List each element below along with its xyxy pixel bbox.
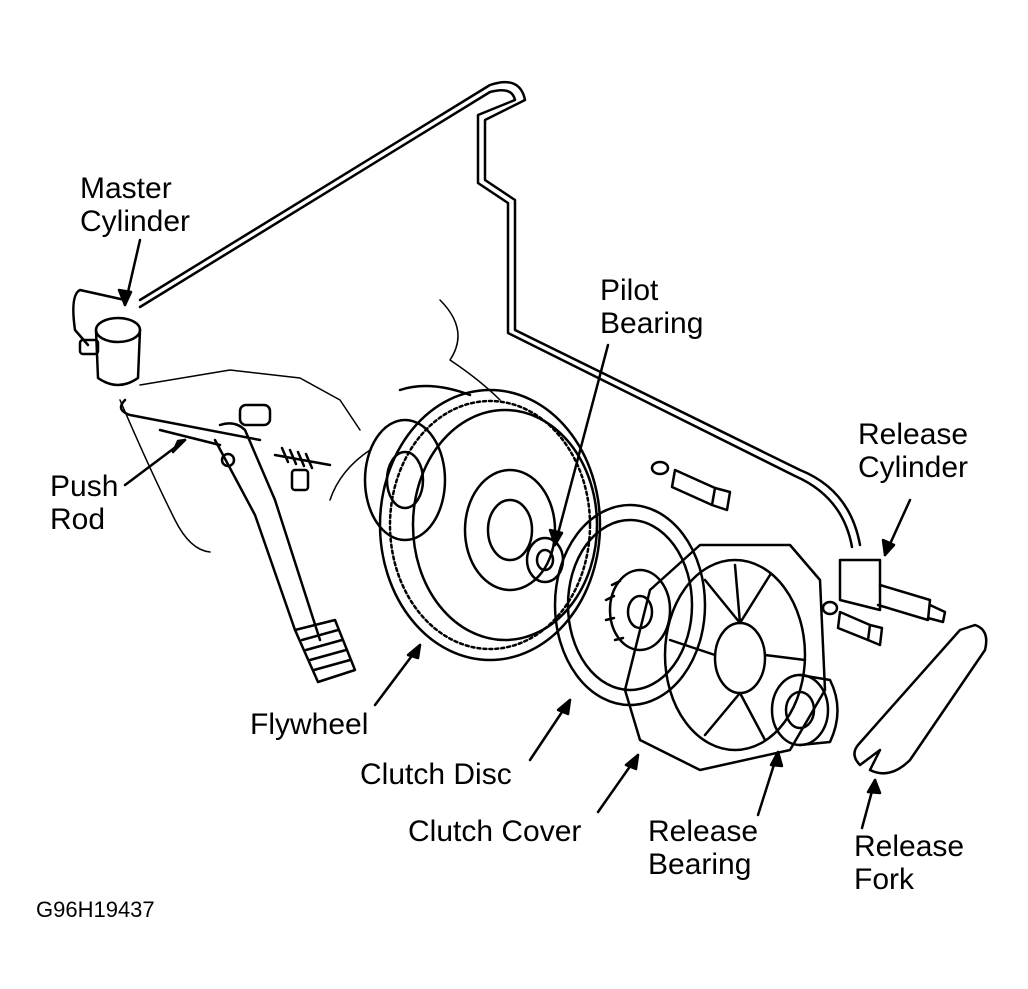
label-release-fork-line1: Release — [854, 830, 965, 863]
label-release-fork-line2: Fork — [854, 863, 914, 896]
arrow-clutch-cover-head — [624, 753, 640, 771]
figure-id: G96H19437 — [36, 897, 155, 922]
flywheel — [378, 384, 602, 662]
label-pilot-bearing: Pilot Bearing — [600, 274, 703, 340]
label-pilot-bearing-line1: Pilot — [600, 274, 659, 307]
crankshaft-hub — [363, 418, 447, 542]
label-release-bearing-line1: Release — [648, 815, 759, 848]
release-bearing — [770, 673, 839, 747]
label-push-rod: Push Rod — [50, 470, 118, 536]
firewall-outline — [119, 299, 501, 553]
arrow-pilot-bearing-head — [548, 528, 564, 547]
clutch-cover — [623, 543, 827, 772]
label-release-fork: Release Fork — [854, 830, 964, 896]
arrow-flywheel-head — [406, 643, 422, 660]
label-master-cylinder: Master Cylinder — [80, 172, 190, 238]
label-clutch-cover: Clutch Cover — [408, 815, 582, 848]
arrow-release-bearing-head — [769, 750, 784, 768]
release-cylinder — [838, 558, 947, 624]
arrow-release-fork-head — [866, 778, 882, 795]
release-fork — [853, 623, 988, 775]
arrow-push-rod-head — [171, 438, 187, 454]
clutch-pedal — [158, 403, 357, 684]
label-push-rod-line1: Push — [50, 470, 119, 503]
arrow-master-cylinder-head — [117, 288, 133, 307]
label-release-cylinder: Release Cylinder — [858, 418, 968, 484]
label-clutch-disc: Clutch Disc — [360, 758, 512, 791]
label-master-cylinder-line1: Master — [80, 172, 172, 205]
hydraulic-line — [72, 80, 862, 549]
master-cylinder — [78, 316, 262, 442]
label-release-bearing: Release Bearing — [648, 815, 758, 881]
label-release-cylinder-line2: Cylinder — [858, 451, 969, 484]
label-release-cylinder-line1: Release — [858, 418, 969, 451]
label-pilot-bearing-line2: Bearing — [600, 307, 704, 340]
arrow-pilot-bearing — [553, 343, 610, 547]
leader-arrows — [117, 238, 912, 830]
arrow-release-cylinder-head — [881, 538, 896, 557]
label-master-cylinder-line2: Cylinder — [80, 205, 191, 238]
label-release-bearing-line2: Bearing — [648, 848, 752, 881]
label-flywheel: Flywheel — [250, 708, 369, 741]
arrow-clutch-disc-head — [556, 698, 572, 716]
bolts — [650, 460, 884, 647]
label-push-rod-line2: Rod — [50, 503, 106, 536]
